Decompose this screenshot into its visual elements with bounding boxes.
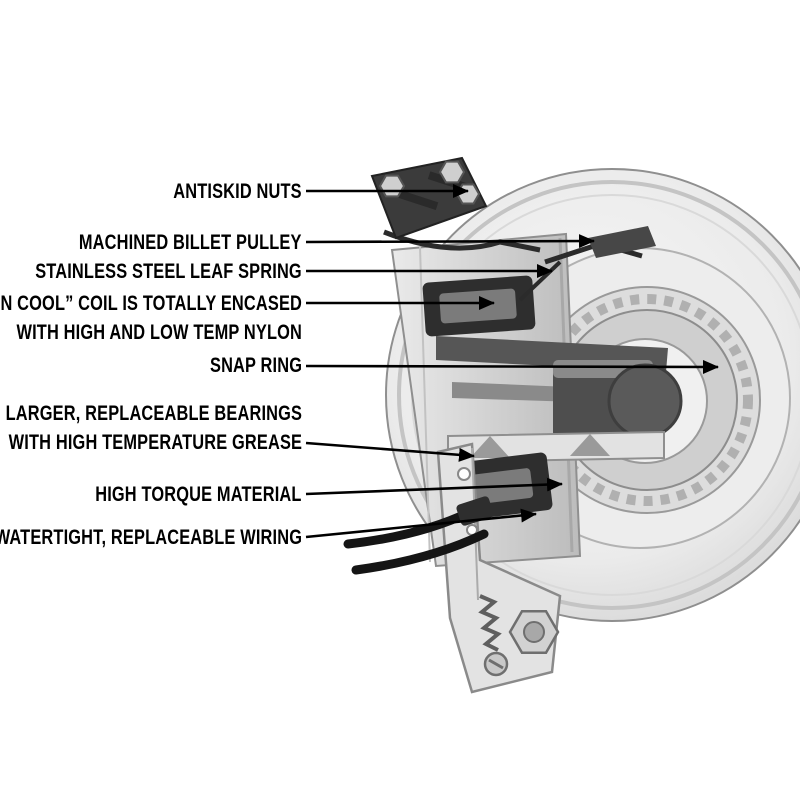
coil-top: [422, 275, 536, 337]
callout-line: MACHINED BILLET PULLEY: [79, 231, 302, 254]
arrow-bearings: [305, 441, 475, 462]
callout-bearings: LARGER, REPLACEABLE BEARINGS WITH HIGH T…: [6, 399, 302, 457]
leaf-springs: [383, 226, 656, 302]
callout-arrows: [305, 184, 719, 539]
callout-line: HIGH TORQUE MATERIAL: [95, 483, 302, 506]
callout-line: WITH HIGH AND LOW TEMP NYLON: [16, 321, 302, 344]
callout-line: WITH HIGH TEMPERATURE GREASE: [8, 431, 302, 454]
arrow-watertight-wiring: [305, 508, 537, 539]
bearing-band: [447, 430, 665, 464]
callout-line: LARGER, REPLACEABLE BEARINGS: [5, 402, 302, 425]
callout-machined-billet-pulley: MACHINED BILLET PULLEY: [79, 228, 302, 257]
callout-run-cool-coil: “RUN COOL” COIL IS TOTALLY ENCASED WITH …: [0, 289, 302, 347]
arrow-high-torque-material: [305, 477, 563, 496]
callout-snap-ring: SNAP RING: [210, 351, 302, 380]
callout-line: WATERTIGHT, REPLACEABLE WIRING: [0, 526, 302, 549]
callout-line: STAINLESS STEEL LEAF SPRING: [35, 260, 302, 283]
callout-high-torque-material: HIGH TORQUE MATERIAL: [96, 480, 302, 509]
arrow-machined-billet-pulley: [305, 234, 595, 249]
callout-stainless-steel-leaf-spring: STAINLESS STEEL LEAF SPRING: [35, 257, 302, 286]
callout-line: ANTISKID NUTS: [173, 180, 302, 203]
callout-antiskid-nuts: ANTISKID NUTS: [173, 177, 302, 206]
arrow-snap-ring: [305, 359, 719, 374]
callout-line: “RUN COOL” COIL IS TOTALLY ENCASED: [0, 292, 302, 315]
shaft-bore: [553, 360, 683, 439]
callout-line: SNAP RING: [209, 354, 302, 377]
callout-watertight-wiring: WATERTIGHT, REPLACEABLE WIRING: [0, 523, 302, 552]
